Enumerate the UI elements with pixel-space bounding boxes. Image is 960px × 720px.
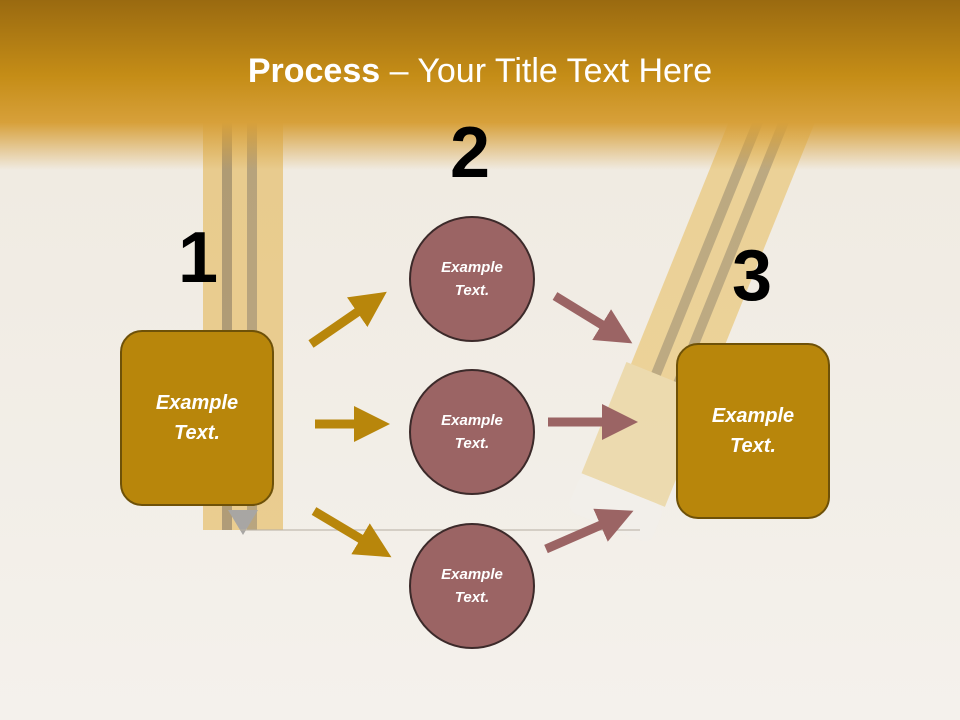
arrow-left-to-top [308, 291, 387, 348]
step-number-2: 2 [450, 113, 491, 193]
header-band [0, 0, 960, 170]
circle-top-text: Example Text. [441, 259, 503, 299]
circle-step-middle[interactable]: Example Text. [409, 369, 535, 495]
circle-step-bottom[interactable]: Example Text. [409, 523, 535, 649]
left-box-text: Example Text. [155, 392, 239, 444]
right-box-text: Example Text. [711, 405, 795, 457]
title-rest: – Your Title Text Here [380, 52, 713, 90]
title-bold: Process [247, 52, 381, 90]
left-step-box[interactable]: Example Text. [120, 330, 274, 506]
right-step-box[interactable]: Example Text. [676, 343, 830, 519]
circle-bottom-text: Example Text. [441, 566, 503, 606]
arrow-left-to-bottom [311, 507, 392, 558]
circle-middle-text: Example Text. [441, 412, 503, 452]
slide-title: Process – Your Title Text Here [0, 52, 960, 91]
step-number-1: 1 [178, 218, 219, 298]
circle-step-top[interactable]: Example Text. [409, 216, 535, 342]
step-number-3: 3 [732, 236, 773, 316]
arrow-bottom-to-right [544, 508, 634, 554]
arrow-top-to-right [552, 292, 633, 344]
